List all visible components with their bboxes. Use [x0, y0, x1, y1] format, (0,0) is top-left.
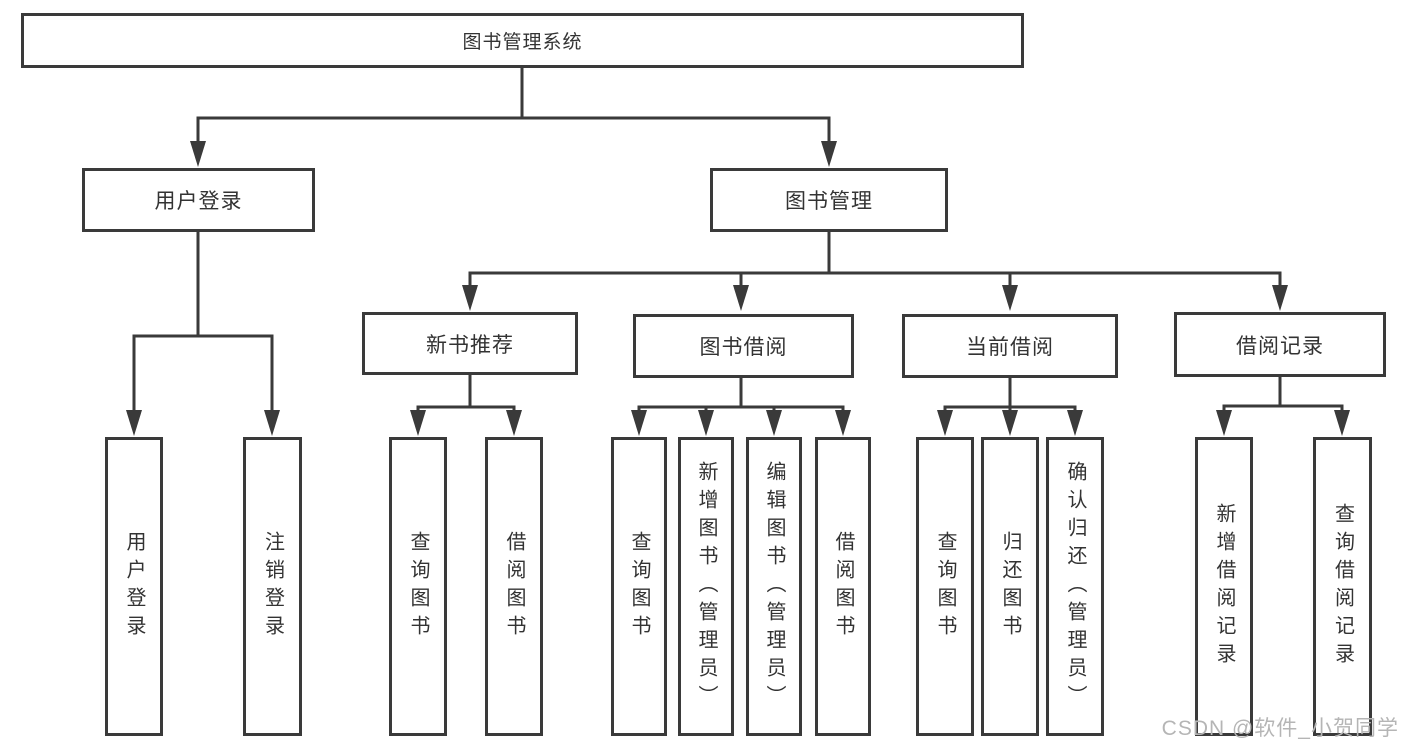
leaf-logout: 注销登录 — [243, 437, 302, 736]
arrowheads — [126, 141, 1350, 436]
node-new-book-recommendation: 新书推荐 — [362, 312, 578, 375]
csdn-watermark: CSDN @软件_小贺同学 — [1161, 717, 1399, 740]
leaf-confirm-return-admin: 确认归还（管理员） — [1046, 437, 1104, 736]
node-book-borrowing: 图书借阅 — [633, 314, 854, 378]
leaf-query-books-current: 查询图书 — [916, 437, 974, 736]
leaf-borrow-books: 借阅图书 — [815, 437, 871, 736]
leaf-query-books-recommend: 查询图书 — [389, 437, 447, 736]
leaf-borrow-books-recommend: 借阅图书 — [485, 437, 543, 736]
leaf-query-borrow-record: 查询借阅记录 — [1313, 437, 1372, 736]
node-library-management-system: 图书管理系统 — [21, 13, 1024, 68]
node-user-login: 用户登录 — [82, 168, 315, 232]
node-current-borrowing: 当前借阅 — [902, 314, 1118, 378]
leaf-add-books-admin: 新增图书（管理员） — [678, 437, 734, 736]
leaf-return-books: 归还图书 — [981, 437, 1039, 736]
node-borrowing-records: 借阅记录 — [1174, 312, 1386, 377]
node-book-management: 图书管理 — [710, 168, 948, 232]
leaf-query-books-borrow: 查询图书 — [611, 437, 667, 736]
leaf-user-login: 用户登录 — [105, 437, 163, 736]
leaf-add-borrow-record: 新增借阅记录 — [1195, 437, 1253, 736]
leaf-edit-books-admin: 编辑图书（管理员） — [746, 437, 802, 736]
